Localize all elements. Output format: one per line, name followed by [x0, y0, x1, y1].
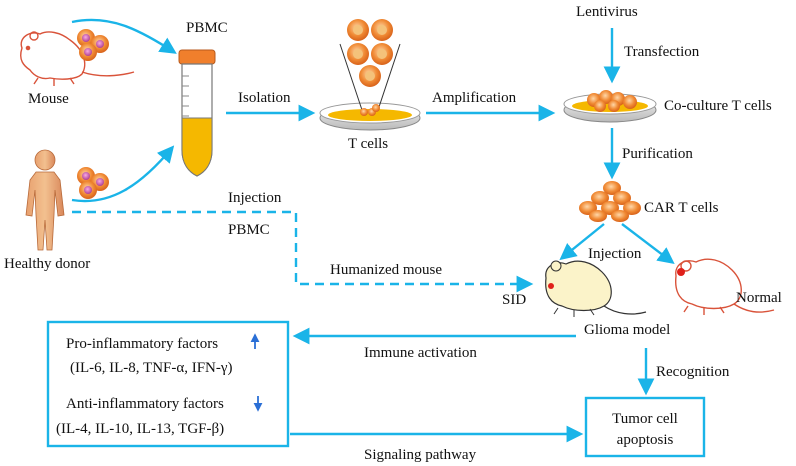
pbmc-left-label: PBMC — [228, 222, 270, 238]
car-t-cells-label: CAR T cells — [644, 200, 719, 216]
centrifuge-tube-icon — [178, 49, 216, 177]
sid-mouse-icon — [545, 260, 647, 317]
anti-cytokines-list: (IL-4, IL-10, IL-13, TGF-β) — [56, 421, 224, 437]
pbmc-cells-donor — [77, 167, 109, 199]
pro-cytokines-list: (IL-6, IL-8, TNF-α, IFN-γ) — [70, 360, 233, 376]
transfection-label: Transfection — [624, 44, 700, 60]
amplification-label: Amplification — [432, 90, 517, 106]
normal-mouse-icon — [675, 258, 775, 315]
mouse-label: Mouse — [28, 91, 69, 107]
arrow-mouse-to-tube — [71, 18, 177, 54]
dashed-arrow-humanized — [72, 210, 534, 293]
arrow-donor-to-tube — [71, 145, 175, 203]
pbmc-label: PBMC — [186, 20, 228, 36]
cytokine-box — [46, 320, 290, 448]
recognition-label: Recognition — [656, 364, 730, 380]
t-cells-dish-icon — [319, 43, 421, 131]
lentivirus-label: Lentivirus — [576, 4, 638, 20]
pbmc-cells-mouse — [77, 29, 109, 61]
t-cells-cluster — [347, 19, 393, 87]
co-culture-dish-icon — [563, 90, 657, 123]
arrow-injection-to-normal — [621, 223, 675, 265]
injection-right-label: Injection — [588, 246, 642, 262]
healthy-donor-label: Healthy donor — [4, 256, 90, 272]
t-cells-label: T cells — [348, 136, 388, 152]
purification-label: Purification — [622, 146, 693, 162]
injection-left-label: Injection — [228, 190, 282, 206]
signaling-pathway-label: Signaling pathway — [364, 447, 477, 463]
tumor-line-2: apoptosis — [617, 432, 674, 448]
isolation-label: Isolation — [238, 90, 291, 106]
co-culture-label: Co-culture T cells — [664, 98, 772, 114]
tumor-apoptosis-box — [584, 396, 706, 458]
glioma-model-label: Glioma model — [584, 322, 670, 338]
anti-inflammatory-label: Anti-inflammatory factors — [66, 396, 224, 412]
immune-activation-label: Immune activation — [364, 345, 477, 361]
mouse-icon — [20, 31, 135, 86]
humanized-mouse-label: Humanized mouse — [330, 262, 442, 278]
arrow-injection-to-sid — [559, 223, 605, 261]
sid-label: SID — [502, 292, 526, 308]
human-icon — [25, 149, 65, 251]
pro-inflammatory-label: Pro-inflammatory factors — [66, 336, 218, 352]
tumor-line-1: Tumor cell — [612, 411, 678, 427]
car-t-cells-icon — [579, 181, 641, 222]
normal-label: Normal — [736, 290, 782, 306]
